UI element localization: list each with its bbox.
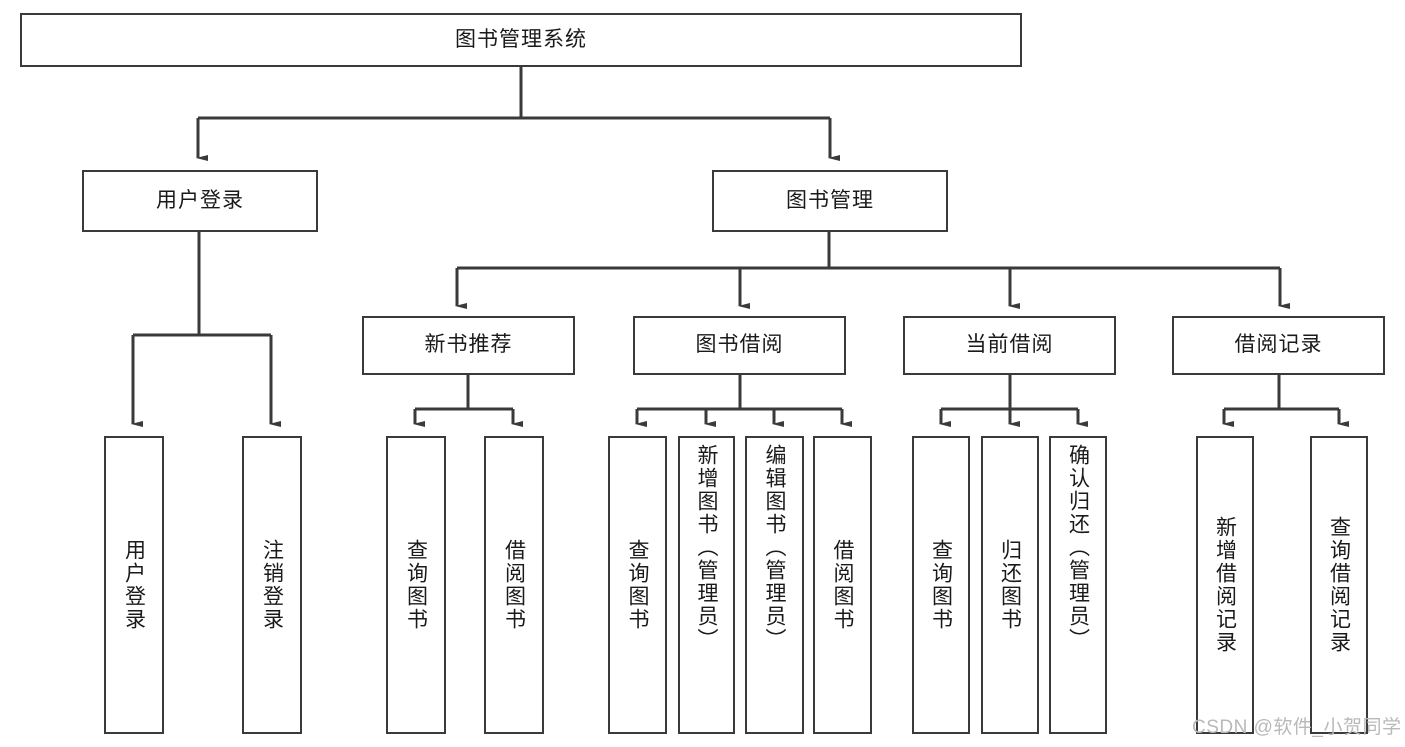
node-label: 图书管理 <box>786 188 874 212</box>
node-label: 图书借阅 <box>695 333 784 357</box>
leaf-query-borrow-record[interactable]: 查询借阅记录 <box>1310 436 1368 734</box>
node-label: 用户登录 <box>122 539 146 631</box>
leaf-borrow-book-recommend[interactable]: 借阅图书 <box>484 436 544 734</box>
node-label: 查询图书 <box>626 539 649 631</box>
leaf-return-book[interactable]: 归还图书 <box>981 436 1039 734</box>
node-label: 归还图书 <box>998 539 1022 631</box>
node-root[interactable]: 图书管理系统 <box>20 13 1022 67</box>
node-label: 新增借阅记录 <box>1213 516 1237 654</box>
leaf-query-book-borrow[interactable]: 查询图书 <box>608 436 667 734</box>
node-new-book-recommend[interactable]: 新书推荐 <box>362 316 575 375</box>
leaf-add-book-admin[interactable]: 新增图书（管理员） <box>678 436 735 734</box>
node-label: 查询图书 <box>404 539 428 631</box>
leaf-user-login[interactable]: 用户登录 <box>104 436 164 734</box>
node-label: 注销登录 <box>260 539 284 631</box>
node-label: 新书推荐 <box>424 333 513 357</box>
leaf-query-book-recommend[interactable]: 查询图书 <box>386 436 446 734</box>
node-borrow-record[interactable]: 借阅记录 <box>1172 316 1385 375</box>
leaf-logout[interactable]: 注销登录 <box>242 436 302 734</box>
node-label: 新增图书（管理员） <box>695 444 718 651</box>
node-label: 图书管理系统 <box>455 27 587 51</box>
node-label: 当前借阅 <box>965 333 1054 357</box>
node-label: 编辑图书（管理员） <box>763 444 786 651</box>
leaf-borrow-book[interactable]: 借阅图书 <box>813 436 872 734</box>
leaf-edit-book-admin[interactable]: 编辑图书（管理员） <box>745 436 804 734</box>
leaf-query-book-current[interactable]: 查询图书 <box>912 436 970 734</box>
leaf-confirm-return-admin[interactable]: 确认归还（管理员） <box>1049 436 1107 734</box>
node-label: 查询图书 <box>929 539 953 631</box>
node-label: 确认归还（管理员） <box>1066 444 1090 651</box>
node-label: 用户登录 <box>156 188 244 212</box>
node-label: 查询借阅记录 <box>1327 516 1351 654</box>
node-label: 借阅图书 <box>502 539 526 631</box>
node-book-borrow[interactable]: 图书借阅 <box>633 316 846 375</box>
node-label: 借阅图书 <box>831 539 854 631</box>
watermark: CSDN @软件_小贺同学 <box>1192 717 1402 738</box>
leaf-add-borrow-record[interactable]: 新增借阅记录 <box>1196 436 1254 734</box>
node-current-borrow[interactable]: 当前借阅 <box>903 316 1116 375</box>
node-book-management[interactable]: 图书管理 <box>712 170 948 232</box>
node-label: 借阅记录 <box>1234 333 1323 357</box>
node-user-login[interactable]: 用户登录 <box>82 170 318 232</box>
